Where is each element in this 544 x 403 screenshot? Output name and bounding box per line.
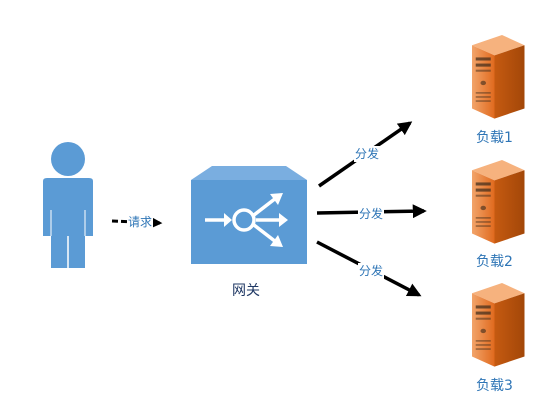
server-1-icon xyxy=(472,35,525,119)
gateway-router-icon xyxy=(191,166,307,264)
request-label: 请求 xyxy=(127,214,154,230)
server-2-label: 负载2 xyxy=(476,254,513,270)
client-person-icon xyxy=(43,142,93,268)
server-3-label: 负载3 xyxy=(476,378,513,394)
dispatch-label-2: 分发 xyxy=(358,206,385,222)
dispatch-label-3: 分发 xyxy=(358,263,385,279)
server-2-icon xyxy=(472,160,525,244)
server-1-label: 负载1 xyxy=(476,130,513,146)
server-3-icon xyxy=(472,283,525,367)
gateway-label: 网关 xyxy=(232,283,260,299)
dispatch-label-1: 分发 xyxy=(354,146,381,162)
